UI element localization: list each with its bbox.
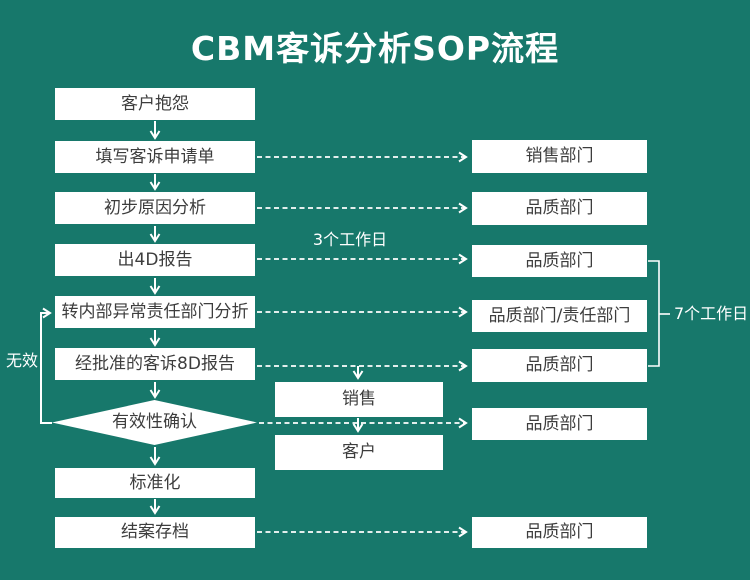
node-sales: 销售	[275, 382, 443, 417]
dept-quality-department-1: 品质部门	[472, 192, 647, 225]
node-approved-8d-report: 经批准的客诉8D报告	[55, 348, 255, 380]
dept-quality-department-5: 品质部门	[472, 517, 647, 548]
node-fill-complaint-form: 填写客诉申请单	[55, 141, 255, 173]
dept-quality-department-3: 品质部门	[472, 349, 647, 382]
dept-quality-department-4: 品质部门	[472, 408, 647, 440]
node-case-closure-archive: 结案存档	[55, 517, 255, 548]
node-standardization: 标准化	[55, 468, 255, 498]
label-7-working-days: 7个工作日	[674, 304, 749, 323]
node-issue-4d-report: 出4D报告	[55, 244, 255, 276]
dept-quality-responsible-department: 品质部门/责任部门	[472, 300, 647, 332]
dept-sales-department: 销售部门	[472, 140, 647, 173]
node-customer-complaint: 客户抱怨	[55, 88, 255, 120]
bracket-line	[648, 260, 660, 367]
invalid-loop-path	[40, 307, 52, 424]
page-title: CBM客诉分析SOP流程	[190, 29, 560, 68]
node-internal-responsible-dept-analysis: 转内部异常责任部门分折	[55, 296, 255, 328]
label-3-working-days: 3个工作日	[312, 230, 388, 249]
dept-quality-department-2: 品质部门	[472, 245, 647, 277]
node-customer: 客户	[275, 435, 443, 470]
bracket-7-days	[648, 260, 670, 367]
dashed-department-arrows	[257, 151, 468, 538]
label-invalid: 无效	[6, 351, 39, 370]
node-preliminary-cause-analysis: 初步原因分析	[55, 192, 255, 224]
